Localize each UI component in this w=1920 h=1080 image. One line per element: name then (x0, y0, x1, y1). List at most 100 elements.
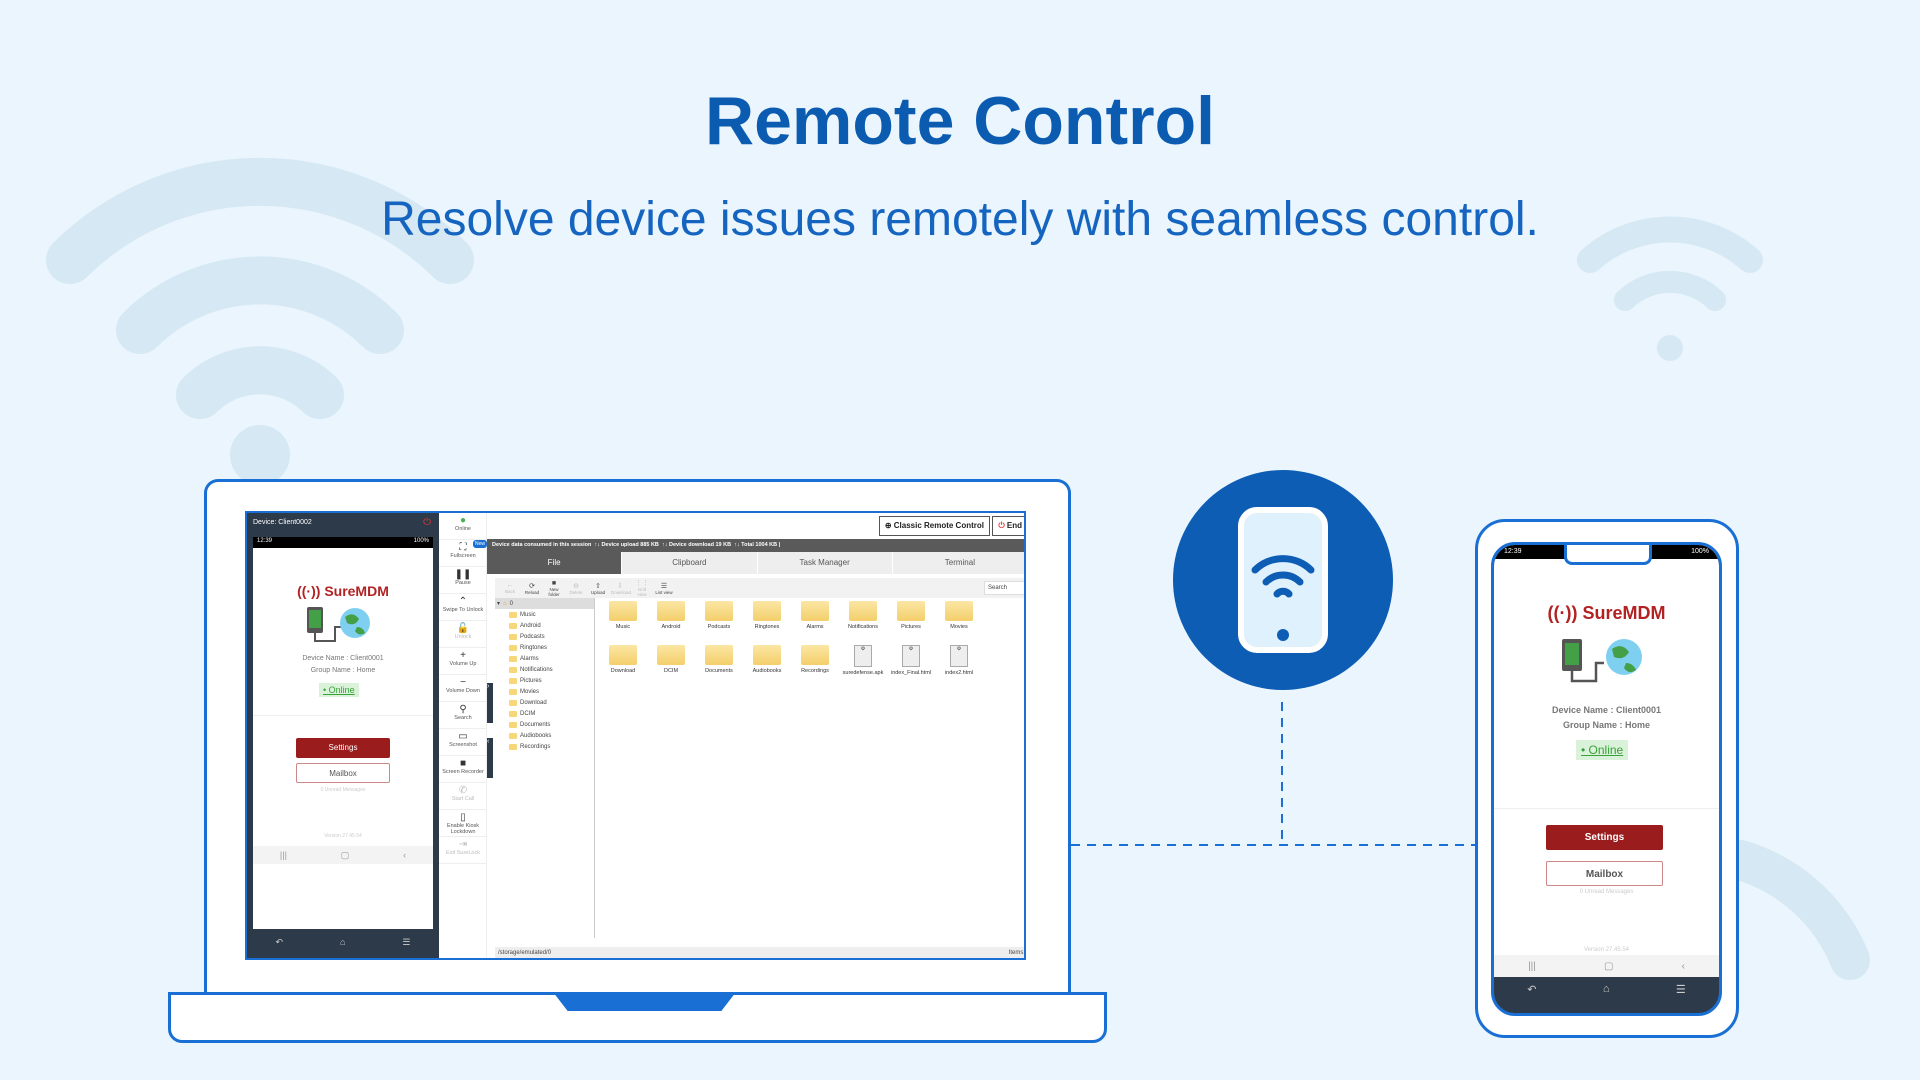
tree-item[interactable]: Podcasts (495, 631, 594, 642)
back-nav-icon[interactable]: ‹ (1681, 960, 1685, 972)
folder-item[interactable]: Android (647, 601, 695, 645)
tool-exit-surelock[interactable]: ⇥Exit SureLock (439, 837, 487, 864)
file-icon: ⚙ (950, 645, 968, 667)
upload-button[interactable]: ⇧Upload (589, 582, 607, 595)
mailbox-button[interactable]: Mailbox (1546, 861, 1663, 886)
folder-item[interactable]: Notifications (839, 601, 887, 645)
tree-item[interactable]: Music (495, 609, 594, 620)
list-view-button[interactable]: ☰List view (655, 582, 673, 595)
file-item[interactable]: ⚙index_Final.html (890, 645, 932, 676)
phone-icon: ✆ (458, 785, 468, 796)
classic-remote-control-button[interactable]: ⊕ Classic Remote Control (878, 516, 990, 536)
tab-file[interactable]: File (487, 552, 623, 574)
file-item[interactable]: ⚙index2.html (944, 645, 974, 676)
folder-item[interactable]: Recordings (791, 645, 839, 689)
home-icon[interactable]: ⌂ (340, 937, 346, 947)
file-item[interactable]: ⚙suredefense.apk (842, 645, 884, 676)
fullscreen-icon: ⛶ (459, 542, 467, 553)
recents-icon[interactable]: ||| (279, 850, 287, 860)
folder-icon (705, 601, 733, 621)
tool-online[interactable]: ●Online (439, 513, 487, 540)
unlock-icon: 🔓 (456, 623, 470, 634)
settings-button[interactable]: Settings (296, 738, 390, 758)
back-nav-icon[interactable]: ‹ (403, 850, 407, 860)
toolbar-label: Upload (590, 589, 606, 595)
menu-icon[interactable]: ☰ (402, 936, 411, 947)
device-connected-icon (307, 607, 370, 642)
folder-item[interactable]: Podcasts (695, 601, 743, 645)
tab-task-manager[interactable]: Task Manager (757, 552, 893, 574)
folder-item[interactable]: Pictures (887, 601, 935, 645)
tree-item[interactable]: Notifications (495, 664, 594, 675)
home-icon[interactable]: ⌂ (1602, 983, 1610, 995)
folder-item[interactable]: DCIM (647, 645, 695, 689)
tree-item[interactable]: Ringtones (495, 642, 594, 653)
tool-unlock[interactable]: 🔓Unlock (439, 621, 487, 648)
tree-item[interactable]: Download (495, 697, 594, 708)
tool-screen-recorder[interactable]: ■Screen Recorder (439, 756, 487, 783)
end-session-button[interactable]: ⏻ End (992, 516, 1024, 536)
tree-item[interactable]: Alarms (495, 653, 594, 664)
tree-item[interactable]: DCIM (495, 708, 594, 719)
grid-view-button[interactable]: ⋮⋮Grid view (633, 579, 651, 597)
back-icon[interactable]: ↶ (275, 936, 284, 947)
folder-item[interactable]: Documents (695, 645, 743, 689)
tool-label: Online (455, 526, 471, 532)
collapse-handle[interactable]: ‹ (487, 738, 493, 778)
folder-item[interactable]: Alarms (791, 601, 839, 645)
tree-item[interactable]: Documents (495, 719, 594, 730)
tree-item[interactable]: Movies (495, 686, 594, 697)
folder-item[interactable]: Download (599, 645, 647, 689)
tool-volume-down[interactable]: −Volume Down (439, 675, 487, 702)
tool-screenshot[interactable]: ▭Screenshot (439, 729, 487, 756)
home-button-icon[interactable]: ▢ (340, 849, 350, 860)
folder-item[interactable]: Ringtones (743, 601, 791, 645)
expand-handle[interactable]: › (487, 683, 493, 723)
new-folder-button[interactable]: ■New folder (545, 580, 563, 597)
tab-clipboard[interactable]: Clipboard (622, 552, 758, 574)
home-button-icon[interactable]: ▢ (1603, 960, 1614, 972)
folder-icon (609, 601, 637, 621)
folder-item[interactable]: Movies (935, 601, 983, 645)
settings-button[interactable]: Settings (1546, 825, 1663, 850)
back-button[interactable]: ←Back (501, 582, 519, 594)
search-input[interactable]: Search (984, 581, 1024, 595)
folder-item[interactable]: Music (599, 601, 647, 645)
tool-enable-kiosk-lockdown[interactable]: ▯Enable Kiosk Lockdown (439, 810, 487, 837)
tool-volume-up[interactable]: +Volume Up (439, 648, 487, 675)
back-icon: ← (506, 582, 514, 589)
tree-item[interactable]: Pictures (495, 675, 594, 686)
tree-item[interactable]: Android (495, 620, 594, 631)
tool-swipe-to-unlock[interactable]: ⌃Swipe To Unlock (439, 594, 487, 621)
tool-label: Volume Up (449, 661, 477, 667)
tool-search[interactable]: ⚲Search (439, 702, 487, 729)
menu-icon[interactable]: ☰ (1675, 983, 1686, 996)
mailbox-button[interactable]: Mailbox (296, 763, 390, 783)
tab-terminal[interactable]: Terminal (892, 552, 1024, 574)
folder-icon (657, 645, 685, 665)
tool-pause[interactable]: ❚❚Pause (439, 567, 487, 594)
folder-icon (509, 699, 517, 706)
delete-button[interactable]: ⊖Delete (567, 582, 585, 595)
tool-start-call[interactable]: ✆Start Call (439, 783, 487, 810)
download-icon: ⇩ (617, 582, 623, 590)
reload-button[interactable]: ⟳Reload (523, 582, 541, 595)
folder-item[interactable]: Audiobooks (743, 645, 791, 689)
page-title: Remote Control (705, 83, 1215, 159)
tree-item[interactable]: Recordings (495, 741, 594, 752)
folder-icon (509, 710, 517, 717)
power-icon[interactable]: ⏻ (423, 517, 431, 528)
delete-icon: ⊖ (573, 582, 579, 590)
download-button[interactable]: ⇩Download (611, 582, 631, 595)
folder-icon (945, 601, 973, 621)
recents-icon[interactable]: ||| (1528, 960, 1536, 972)
tree-root[interactable]: ▾ ⌂0 (495, 598, 594, 609)
back-icon[interactable]: ↶ (1527, 983, 1537, 996)
tree-item[interactable]: Audiobooks (495, 730, 594, 741)
